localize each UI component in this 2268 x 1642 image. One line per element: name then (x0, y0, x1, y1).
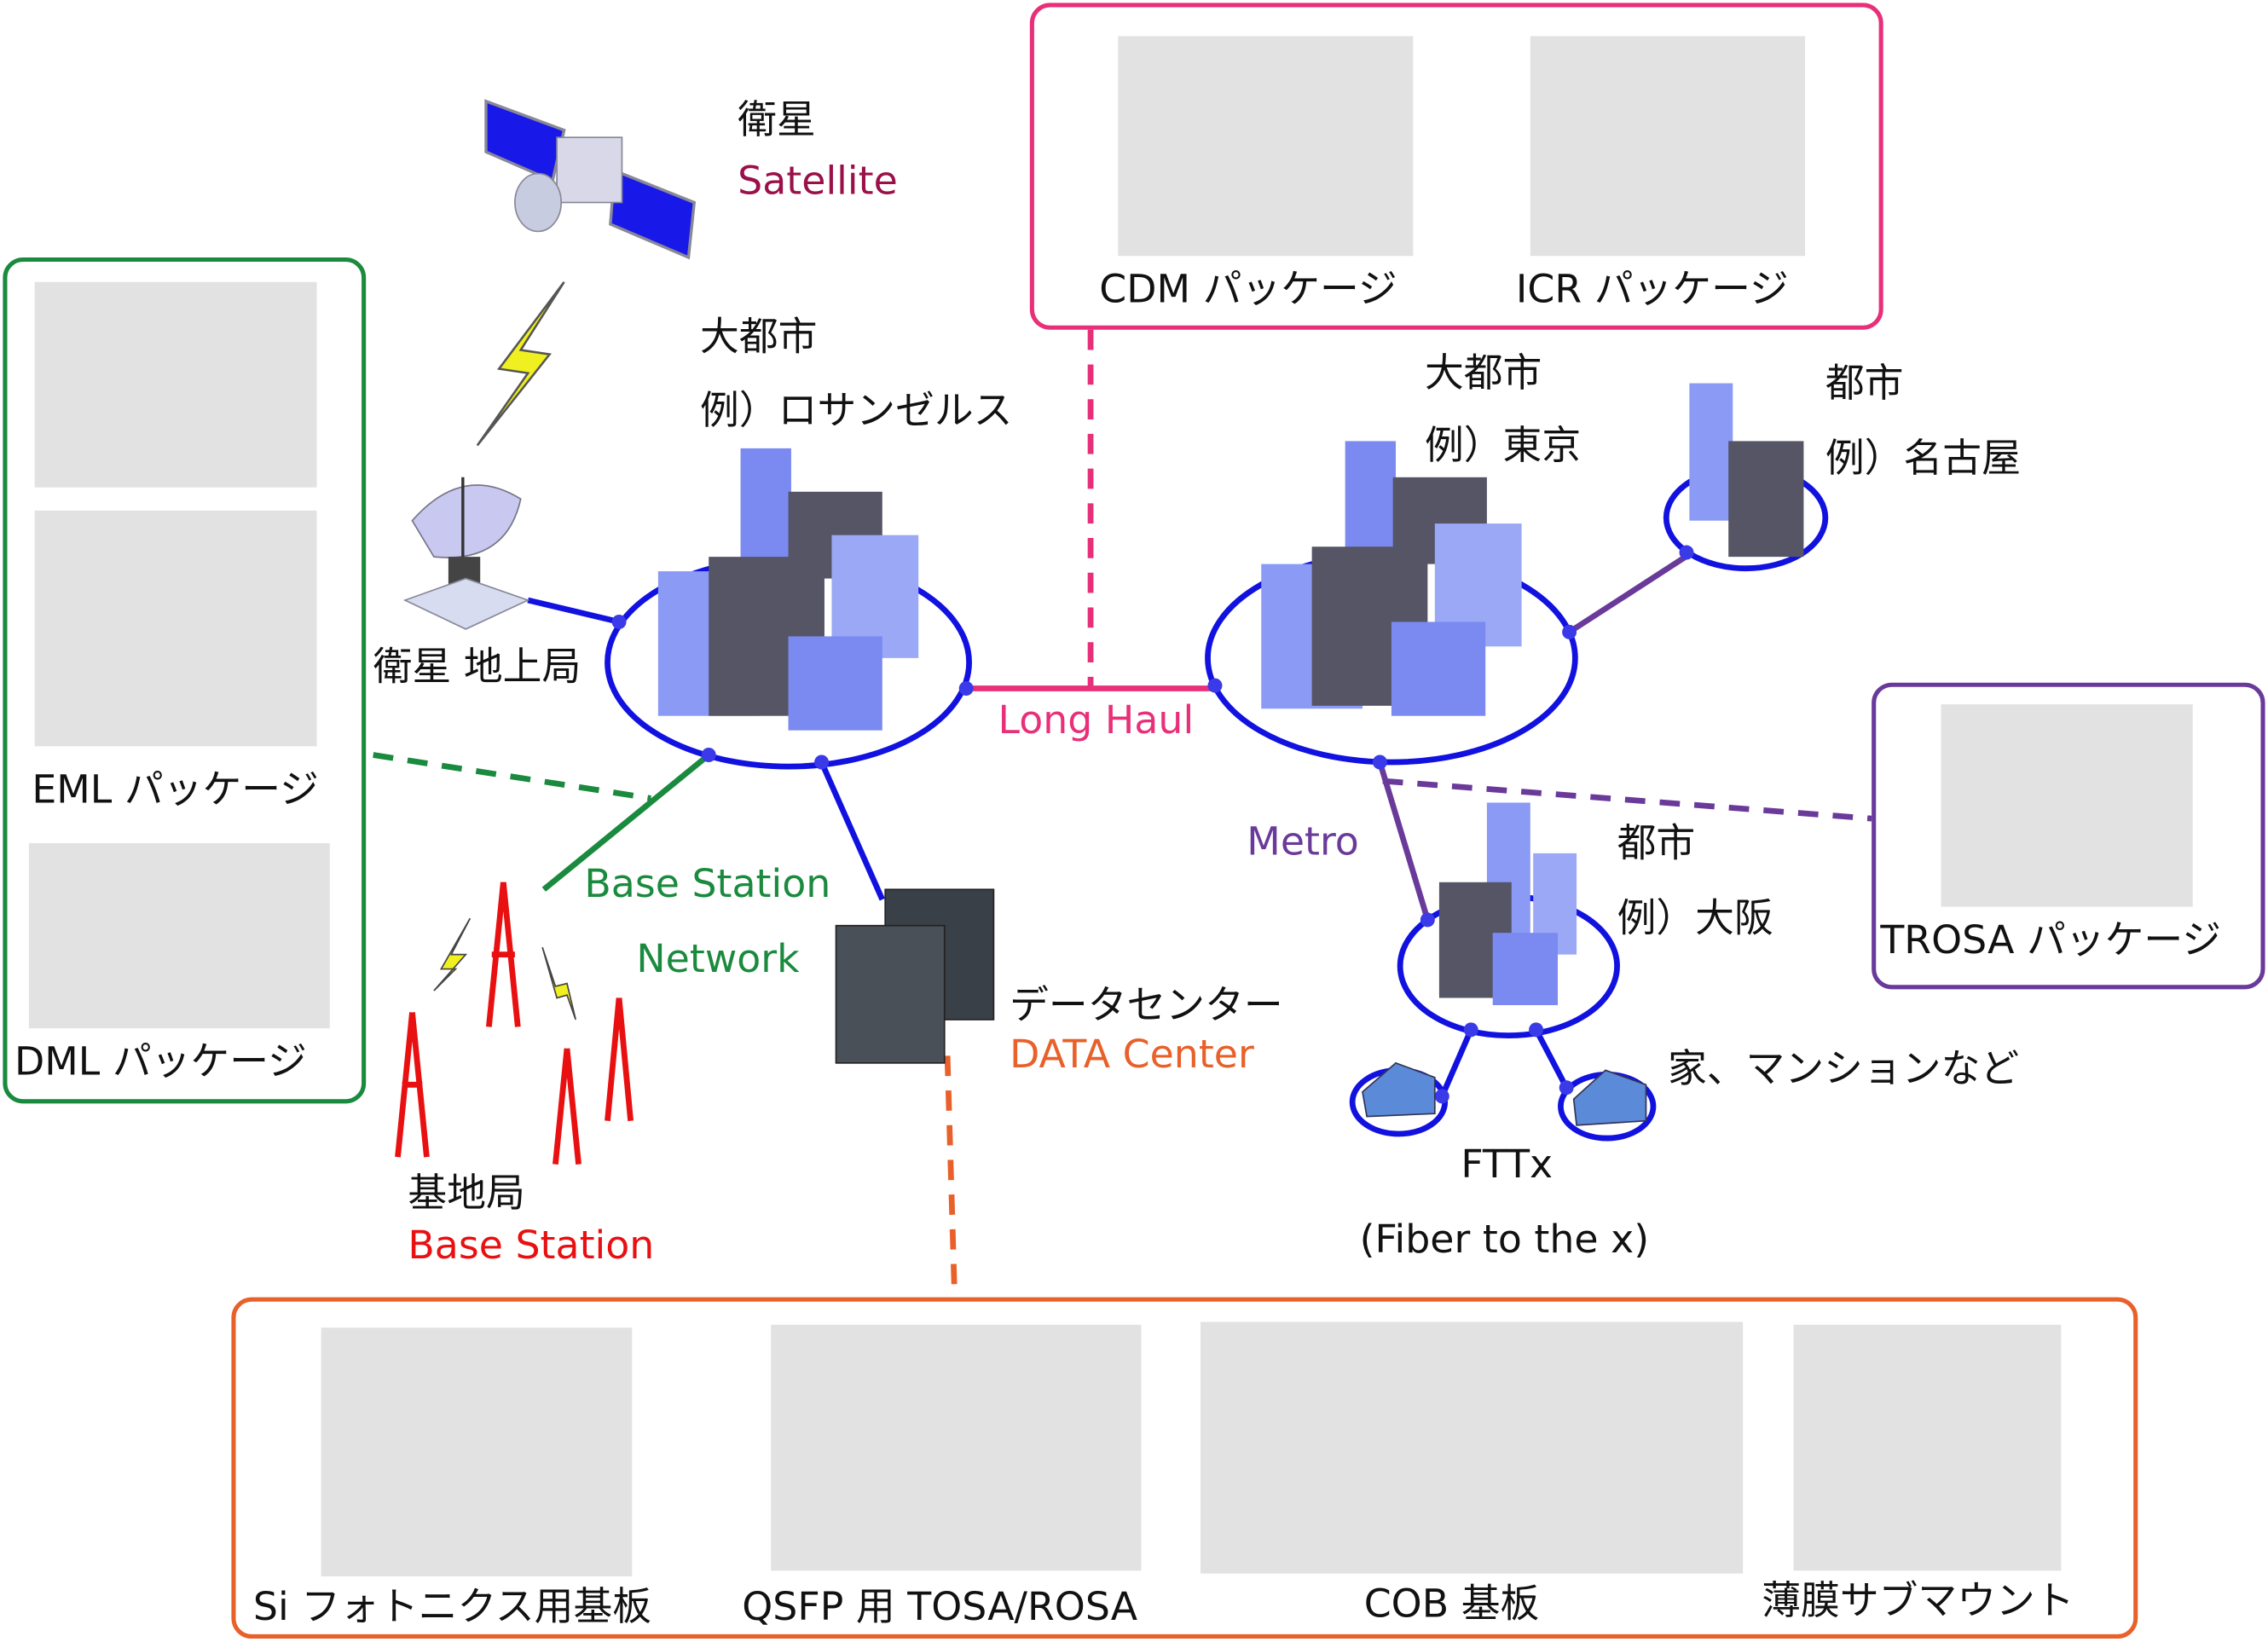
tokyo-title: 大都市 (1424, 351, 1542, 396)
si-photonics-substrate-image (321, 1327, 633, 1577)
eml-package-label: EML パッケージ (32, 767, 319, 813)
la-title: 大都市 (700, 315, 818, 361)
osaka-buildings-icon (1438, 802, 1577, 1005)
thin-film-submount-image (1793, 1324, 2062, 1571)
osaka-link (1377, 761, 1431, 921)
homes-label: 家、マンションなど (1667, 1047, 2020, 1092)
ground-station-dish-icon (402, 477, 530, 630)
satellite-icon (484, 99, 697, 260)
dml-package-image (28, 843, 330, 1029)
icr-package-image (1530, 36, 1806, 257)
nagoya-link (1567, 550, 1694, 635)
trosa-package-label: TROSA パッケージ (1880, 918, 2222, 963)
base-station-tower-icon (395, 882, 634, 1165)
base-station-label-jp: 基地局 (408, 1171, 525, 1217)
fttx-sub-label: (Fiber to the x) (1359, 1217, 1650, 1263)
ground-station-label: 衛星 地上局 (373, 645, 581, 691)
datacenter-link (819, 760, 885, 901)
coherent-package-group: CDM パッケージ ICR パッケージ (1029, 3, 1883, 330)
component-label: QSFP 用 TOSA/ROSA (742, 1585, 1138, 1630)
cdm-package-image (1118, 36, 1414, 257)
tokyo-buildings-icon (1261, 441, 1522, 716)
base-station-label-en: Base Station (408, 1223, 655, 1269)
house-icon (1362, 1061, 1647, 1126)
trosa-package-group: TROSA パッケージ (1872, 682, 2265, 990)
qsfp-tosa-rosa-image (771, 1324, 1142, 1571)
nagoya-example: 例）名古屋 (1825, 437, 2021, 482)
bs-network-label-2: Network (636, 937, 800, 982)
la-buildings-icon (657, 448, 919, 731)
nagoya-buildings-icon (1689, 383, 1804, 558)
house2-link (1533, 1028, 1570, 1090)
data-center-component-group: Si フォトニクス用基板 QSFP 用 TOSA/ROSA COB 基板 薄膜サ… (231, 1297, 2138, 1639)
lightning-icon (476, 281, 565, 447)
eml-dashed-link (373, 752, 651, 801)
long-haul-label: Long Haul (998, 698, 1195, 743)
dml-package-label: DML パッケージ (14, 1039, 307, 1085)
eml-package-image-1 (34, 281, 317, 488)
osaka-example: 例）大阪 (1617, 896, 1773, 942)
ground-station-link (527, 597, 620, 625)
datacenter-dashed-link (944, 1055, 958, 1298)
component-label: COB 基板 (1363, 1581, 1540, 1628)
osaka-title: 都市 (1617, 821, 1696, 867)
data-center-server-icon (835, 888, 995, 1064)
fttx-label: FTTx (1461, 1142, 1553, 1188)
metro-label: Metro (1247, 819, 1359, 865)
house1-link (1439, 1028, 1474, 1098)
cob-substrate-image (1201, 1321, 1744, 1574)
cdm-package-label: CDM パッケージ (1099, 267, 1397, 313)
lightning-icon (541, 946, 576, 1020)
tokyo-example: 例）東京 (1424, 424, 1582, 469)
eml-package-image-2 (34, 510, 317, 747)
bs-network-label-1: Base Station (584, 862, 831, 907)
data-center-label-jp: データセンター (1010, 983, 1283, 1029)
laser-package-group: EML パッケージ DML パッケージ (3, 257, 367, 1104)
la-example: 例）ロサンゼルス (700, 389, 1013, 434)
satellite-label-en: Satellite (738, 159, 898, 205)
bs-network-link (541, 752, 711, 892)
nagoya-title: 都市 (1825, 361, 1904, 407)
trosa-dashed-link (1382, 778, 1872, 822)
data-center-label-en: DATA Center (1010, 1032, 1254, 1078)
trosa-package-image (1941, 704, 2193, 907)
component-label: 薄膜サブマウント (1762, 1579, 2074, 1625)
component-label: Si フォトニクス用基板 (252, 1585, 652, 1630)
lightning-icon (433, 917, 472, 992)
icr-package-label: ICR パッケージ (1515, 267, 1789, 313)
satellite-label-jp: 衛星 (738, 98, 816, 143)
